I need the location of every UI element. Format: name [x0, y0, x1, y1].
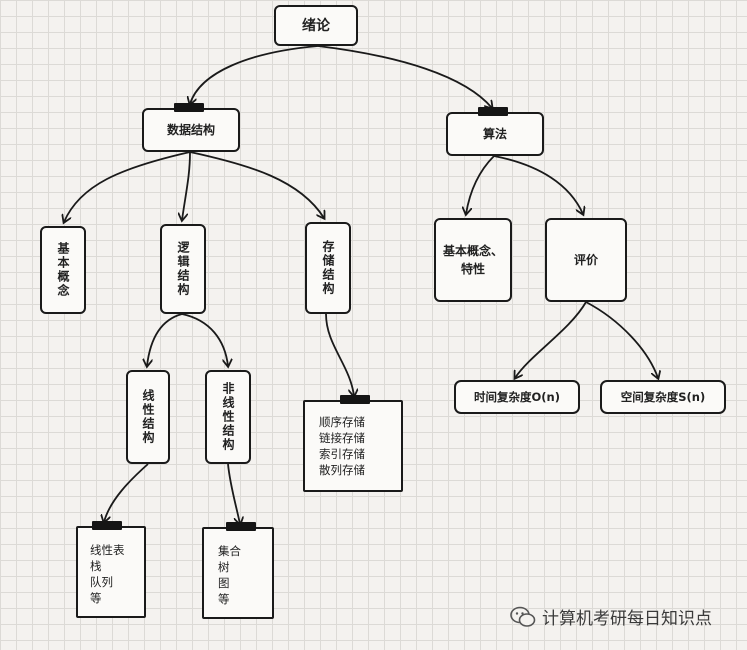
space-complexity-label: 空间复杂度S(n) — [620, 390, 706, 404]
storage-structure-node: 存储结构 — [305, 222, 351, 314]
evaluation-node: 评价 — [545, 218, 627, 302]
tape-data-structure — [174, 103, 204, 112]
space-complexity-node: 空间复杂度S(n) — [600, 380, 726, 414]
arrow-linear-to-list — [104, 463, 149, 522]
basic-concepts-label: 基本概念 — [56, 242, 70, 298]
data-structure-label: 数据结构 — [166, 123, 215, 137]
nonlinear-item: 集合 — [218, 544, 241, 558]
evaluation-label: 评价 — [573, 253, 598, 267]
tape-algorithm — [478, 107, 508, 116]
tape-linear-items — [92, 521, 122, 530]
linear-item: 栈 — [90, 559, 102, 573]
storage-method: 顺序存储 — [319, 415, 365, 429]
nonlinear-item: 树 — [218, 560, 230, 574]
nonlinear-items-box: 集合 树 图 等 — [202, 527, 274, 619]
storage-method: 索引存储 — [319, 447, 365, 461]
logical-structure-label: 逻辑结构 — [176, 241, 190, 297]
storage-methods-box: 顺序存储 链接存储 索引存储 散列存储 — [303, 400, 403, 492]
storage-structure-label: 存储结构 — [321, 240, 335, 296]
arrow-eval-to-space — [585, 301, 658, 378]
nonlinear-item: 图 — [218, 576, 230, 590]
linear-items-box: 线性表 栈 队列 等 — [76, 526, 146, 618]
basic-concepts-node: 基本概念 — [40, 226, 86, 314]
watermark: 计算机考研每日知识点 — [510, 604, 712, 629]
tape-nonlinear-items — [226, 522, 256, 531]
storage-method: 散列存储 — [319, 463, 365, 477]
arrow-root-to-data-structure — [190, 45, 319, 104]
logical-structure-node: 逻辑结构 — [160, 224, 206, 314]
tape-storage-methods — [340, 395, 370, 404]
arrow-eval-to-time — [515, 301, 587, 378]
arrow-algo-to-evaluation — [493, 155, 583, 214]
linear-item: 线性表 — [90, 543, 125, 557]
arrow-ds-to-storage — [189, 151, 324, 218]
storage-method: 链接存储 — [319, 431, 365, 445]
algorithm-concepts-label: 基本概念、特性 — [442, 244, 503, 276]
root-node: 绪论 — [274, 5, 358, 46]
arrow-storage-to-methods — [325, 313, 354, 396]
nonlinear-structure-node: 非线性结构 — [205, 370, 251, 464]
algorithm-node: 算法 — [446, 112, 544, 156]
arrow-root-to-algorithm — [317, 45, 492, 108]
algorithm-label: 算法 — [482, 127, 507, 141]
time-complexity-label: 时间复杂度O(n) — [474, 390, 560, 404]
arrow-logical-to-linear — [147, 313, 183, 366]
algorithm-concepts-node: 基本概念、特性 — [434, 218, 512, 302]
nonlinear-structure-label: 非线性结构 — [221, 382, 235, 452]
arrow-ds-to-basic — [64, 151, 191, 222]
arrow-ds-to-logical — [182, 151, 191, 220]
watermark-text: 计算机考研每日知识点 — [542, 609, 712, 629]
arrow-nonlinear-to-set — [227, 463, 240, 524]
linear-structure-label: 线性结构 — [141, 389, 155, 445]
arrow-algo-to-concepts — [466, 155, 495, 214]
arrow-logical-to-nonlinear — [181, 313, 228, 366]
linear-item: 队列 — [90, 575, 113, 589]
data-structure-node: 数据结构 — [142, 108, 240, 152]
time-complexity-node: 时间复杂度O(n) — [454, 380, 580, 414]
linear-item: 等 — [90, 591, 102, 605]
nonlinear-item: 等 — [218, 592, 230, 606]
wechat-logo-icon — [510, 606, 536, 627]
root-label: 绪论 — [302, 17, 330, 34]
linear-structure-node: 线性结构 — [126, 370, 170, 464]
